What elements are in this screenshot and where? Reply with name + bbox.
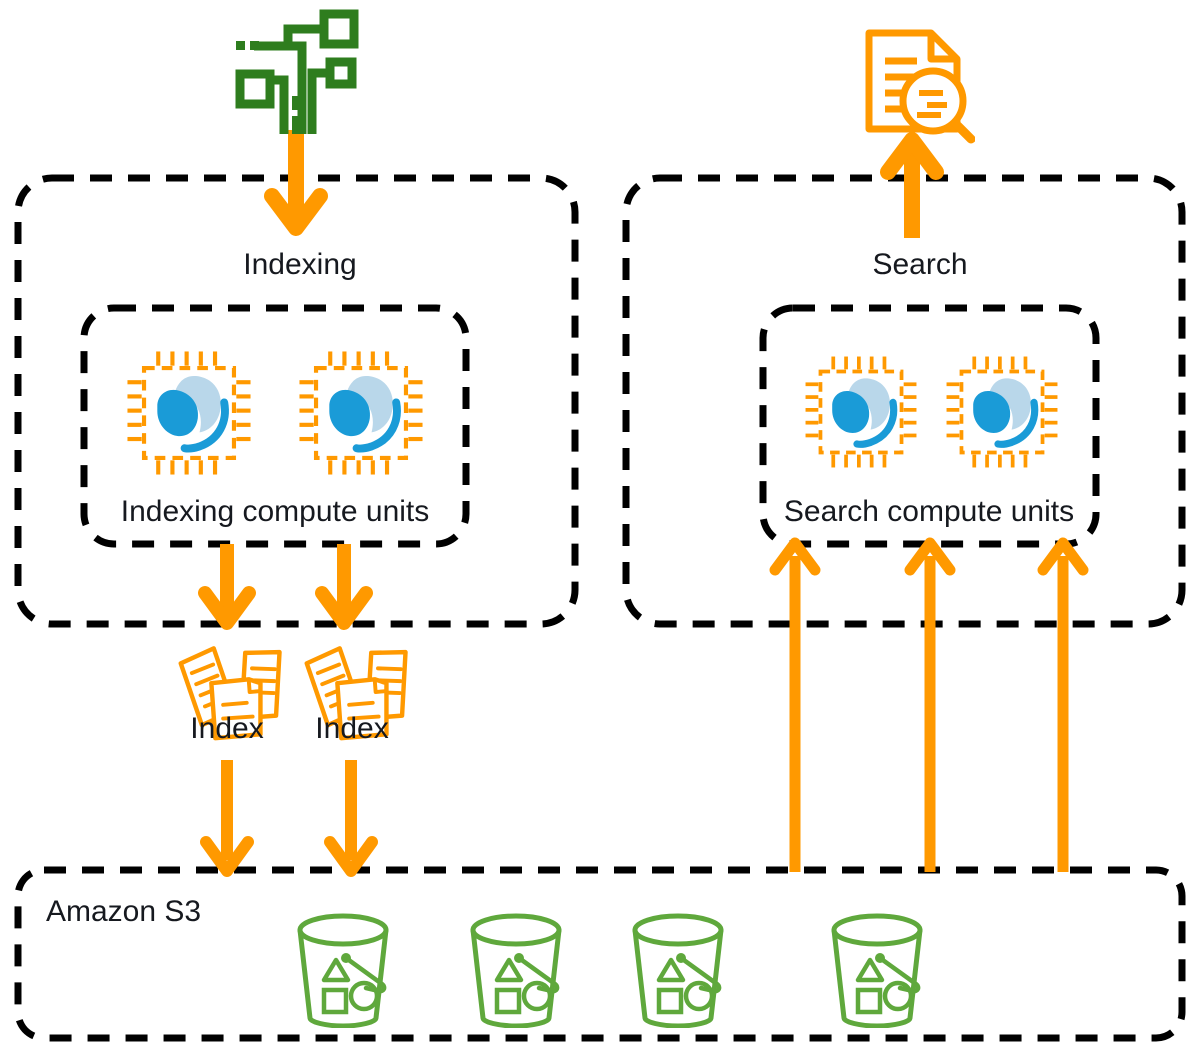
indexing-compute-unit-2 xyxy=(299,351,422,474)
arrow-source-to-indexing xyxy=(264,130,328,236)
search-flow-label: Search xyxy=(872,248,968,281)
indexing-panel-border xyxy=(14,174,579,628)
search-compute-units-label: Search compute units xyxy=(783,495,1075,528)
amazon-s3-label: Amazon S3 xyxy=(46,895,202,928)
search-compute-box-border xyxy=(759,304,1100,548)
indexing-compute-box-border xyxy=(80,304,470,548)
s3-bucket-4 xyxy=(834,916,920,1026)
s3-bucket-3 xyxy=(635,916,721,1026)
document-search-icon xyxy=(869,33,971,139)
arrow-s3-to-search-3 xyxy=(1037,537,1089,872)
s3-panel-border xyxy=(14,866,1186,1042)
arrow-compute-to-index-1 xyxy=(198,544,256,630)
arrow-search-to-result xyxy=(880,132,944,238)
search-compute-unit-1 xyxy=(803,354,919,470)
indexing-compute-unit-1 xyxy=(127,351,250,474)
s3-bucket-1 xyxy=(300,916,386,1026)
arrow-s3-to-search-1 xyxy=(769,537,821,872)
arrow-index-to-s3-1 xyxy=(200,760,254,877)
arrow-s3-to-search-2 xyxy=(904,537,956,872)
index-label-2: Index xyxy=(315,712,389,745)
index-label-1: Index xyxy=(190,712,264,745)
data-source-icon xyxy=(236,14,354,136)
arrow-compute-to-index-2 xyxy=(315,544,373,630)
indexing-flow-label: Indexing xyxy=(243,248,357,281)
search-compute-unit-2 xyxy=(944,354,1060,470)
s3-bucket-2 xyxy=(473,916,559,1026)
arrow-index-to-s3-2 xyxy=(324,760,378,877)
indexing-compute-units-label: Indexing compute units xyxy=(120,495,430,528)
